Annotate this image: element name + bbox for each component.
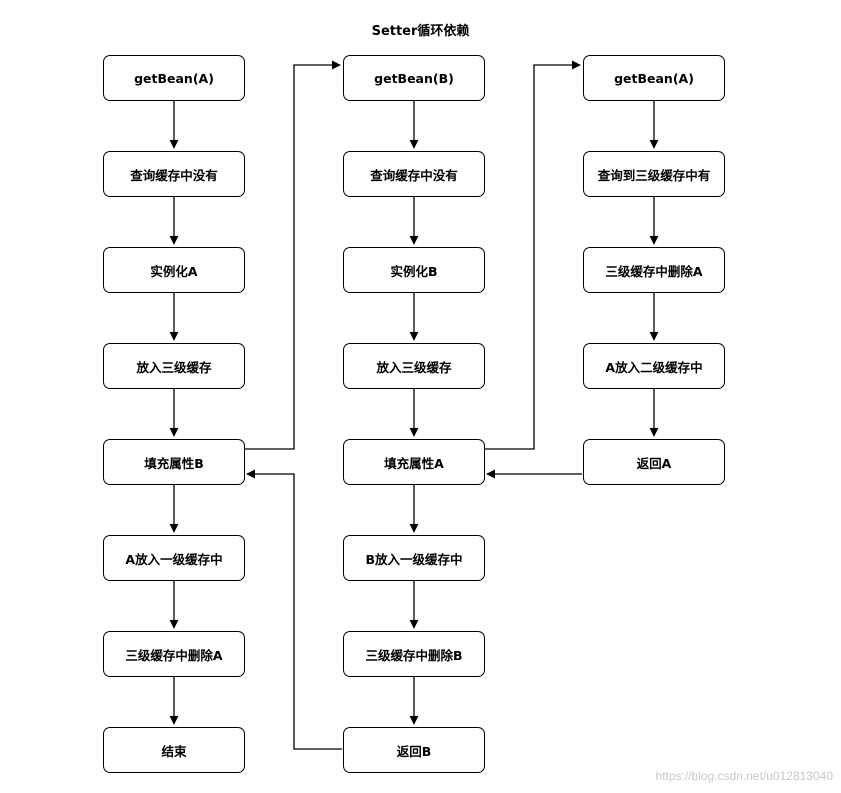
node-remove-b-l3-cache: 三级缓存中删除B: [343, 631, 485, 677]
node-put-l3-cache-a: 放入三级缓存: [103, 343, 245, 389]
arrow-return-b-to-fill-b: [246, 469, 342, 750]
node-query-cache-miss-b: 查询缓存中没有: [343, 151, 485, 197]
node-end: 结束: [103, 727, 245, 773]
node-getbean-b: getBean(B): [343, 55, 485, 101]
node-return-b: 返回B: [343, 727, 485, 773]
node-put-b-l1-cache: B放入一级缓存中: [343, 535, 485, 581]
arrow-fill-b-to-getbean-b: [245, 60, 341, 450]
node-put-a-l1-cache: A放入一级缓存中: [103, 535, 245, 581]
node-query-cache-miss-a: 查询缓存中没有: [103, 151, 245, 197]
node-remove-a-from-l3: 三级缓存中删除A: [583, 247, 725, 293]
node-instantiate-b: 实例化B: [343, 247, 485, 293]
node-getbean-a: getBean(A): [103, 55, 245, 101]
node-put-a-l2-cache: A放入二级缓存中: [583, 343, 725, 389]
node-return-a: 返回A: [583, 439, 725, 485]
arrow-fill-a-to-getbean-a: [485, 60, 581, 450]
node-found-in-l3-cache: 查询到三级缓存中有: [583, 151, 725, 197]
diagram-title: Setter循环依赖: [371, 24, 470, 39]
node-instantiate-a: 实例化A: [103, 247, 245, 293]
node-put-l3-cache-b: 放入三级缓存: [343, 343, 485, 389]
node-remove-a-l3-cache: 三级缓存中删除A: [103, 631, 245, 677]
node-populate-a: 填充属性A: [343, 439, 485, 485]
node-getbean-a-again: getBean(A): [583, 55, 725, 101]
node-populate-b: 填充属性B: [103, 439, 245, 485]
watermark: https://blog.csdn.net/u012813040: [655, 769, 833, 783]
